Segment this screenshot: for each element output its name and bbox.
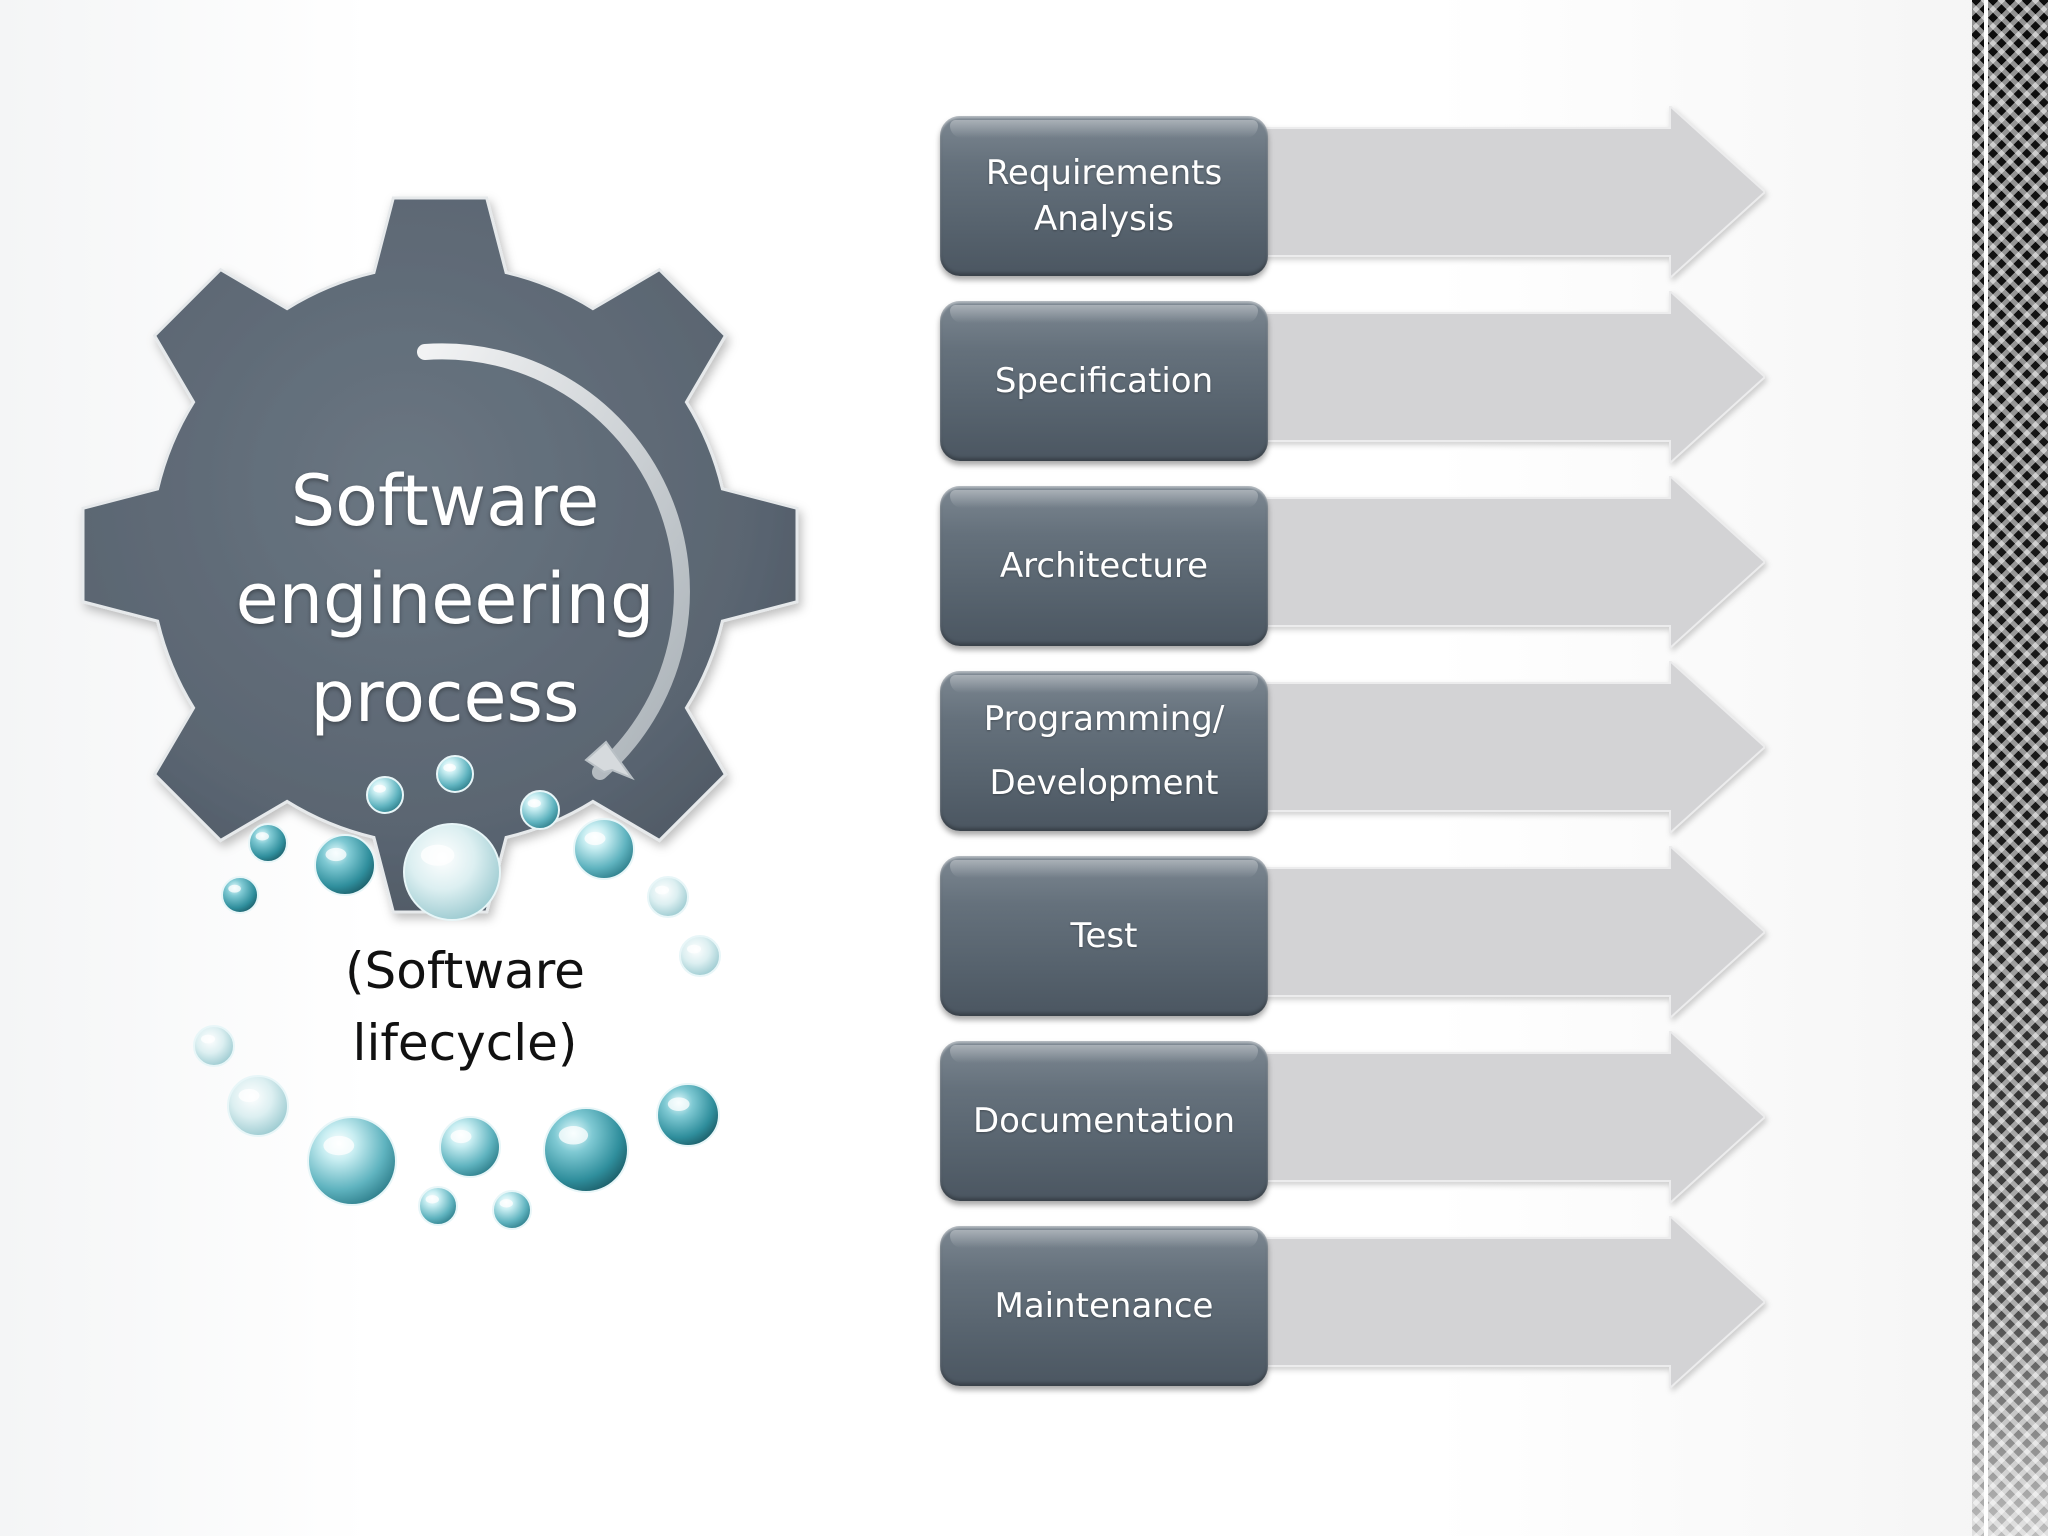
step-label: Maintenance bbox=[995, 1283, 1214, 1329]
step-label: Specification bbox=[995, 358, 1213, 404]
gear-graphic bbox=[81, 196, 799, 1230]
step-arrow-icon bbox=[1240, 1216, 1765, 1388]
gear-subtitle-line: lifecycle) bbox=[352, 1014, 578, 1072]
curved-arrow-head bbox=[584, 740, 635, 781]
gear-title-line: Software bbox=[290, 460, 600, 542]
bubble-highlight bbox=[584, 831, 606, 846]
step-box: Maintenance bbox=[940, 1226, 1268, 1386]
step-arrow-icon bbox=[1240, 1031, 1765, 1203]
bubble-highlight bbox=[499, 1199, 513, 1208]
bubble-highlight bbox=[450, 1129, 472, 1144]
gear-subtitle: (Software lifecycle) bbox=[300, 935, 630, 1079]
step-box: Requirements Analysis bbox=[940, 116, 1268, 276]
gear-title: Software engineering process bbox=[180, 452, 710, 746]
step-box: Programming/ Development bbox=[940, 671, 1268, 831]
step-label-line: Analysis bbox=[1033, 199, 1175, 239]
step-label-line: Architecture bbox=[999, 546, 1209, 586]
curved-arrow-icon bbox=[417, 343, 690, 780]
step-label-line: Documentation bbox=[972, 1101, 1236, 1141]
bubble-highlight bbox=[238, 1088, 260, 1103]
step-label: Programming/ Development bbox=[984, 687, 1225, 815]
bubble-highlight bbox=[255, 832, 269, 841]
step-arrow-icon bbox=[1240, 291, 1765, 463]
bubble-highlight bbox=[667, 1097, 690, 1111]
bubble-highlight bbox=[373, 784, 386, 793]
bubble-highlight bbox=[323, 1135, 355, 1156]
step-test: Test bbox=[940, 846, 1765, 1018]
step-label: Documentation bbox=[973, 1098, 1235, 1144]
step-box: Test bbox=[940, 856, 1268, 1016]
gear-title-line: process bbox=[310, 656, 580, 738]
water-bubbles-decoration bbox=[193, 755, 721, 1230]
step-programming-development: Programming/ Development bbox=[940, 661, 1765, 833]
bubble-highlight bbox=[443, 763, 456, 772]
step-maintenance: Maintenance bbox=[940, 1216, 1765, 1388]
bubble-highlight bbox=[527, 799, 541, 808]
step-architecture: Architecture bbox=[940, 476, 1765, 648]
step-documentation: Documentation bbox=[940, 1031, 1765, 1203]
step-label-line: Maintenance bbox=[994, 1286, 1214, 1326]
step-arrow-icon bbox=[1240, 661, 1765, 833]
step-label: Architecture bbox=[1000, 543, 1208, 589]
bubble-highlight bbox=[228, 884, 241, 893]
step-box: Specification bbox=[940, 301, 1268, 461]
step-label-line: Programming/ bbox=[983, 699, 1225, 739]
step-box: Documentation bbox=[940, 1041, 1268, 1201]
step-arrow-icon bbox=[1240, 106, 1765, 278]
step-label: Requirements Analysis bbox=[986, 150, 1222, 242]
gear-title-line: engineering bbox=[235, 558, 655, 640]
step-box: Architecture bbox=[940, 486, 1268, 646]
bubble-highlight bbox=[687, 944, 701, 954]
step-label-line: Development bbox=[989, 763, 1219, 803]
side-border-divider bbox=[1984, 0, 1988, 1536]
step-arrow-icon bbox=[1240, 476, 1765, 648]
step-arrow-icon bbox=[1240, 846, 1765, 1018]
bubble-highlight bbox=[325, 847, 347, 862]
bubble-highlight bbox=[425, 1195, 439, 1204]
gear-icon bbox=[81, 196, 799, 914]
bubble-highlight bbox=[201, 1034, 215, 1044]
step-label: Test bbox=[1071, 913, 1138, 959]
step-label-line: Test bbox=[1070, 916, 1138, 956]
step-label-line: Requirements bbox=[985, 153, 1223, 193]
step-label-line: Specification bbox=[994, 361, 1214, 401]
step-requirements-analysis: Requirements Analysis bbox=[940, 106, 1765, 278]
gear-subtitle-line: (Software bbox=[345, 942, 585, 1000]
bubble-highlight bbox=[558, 1126, 589, 1145]
bubble-highlight bbox=[655, 885, 669, 895]
bubble-highlight bbox=[420, 844, 455, 866]
step-specification: Specification bbox=[940, 291, 1765, 463]
